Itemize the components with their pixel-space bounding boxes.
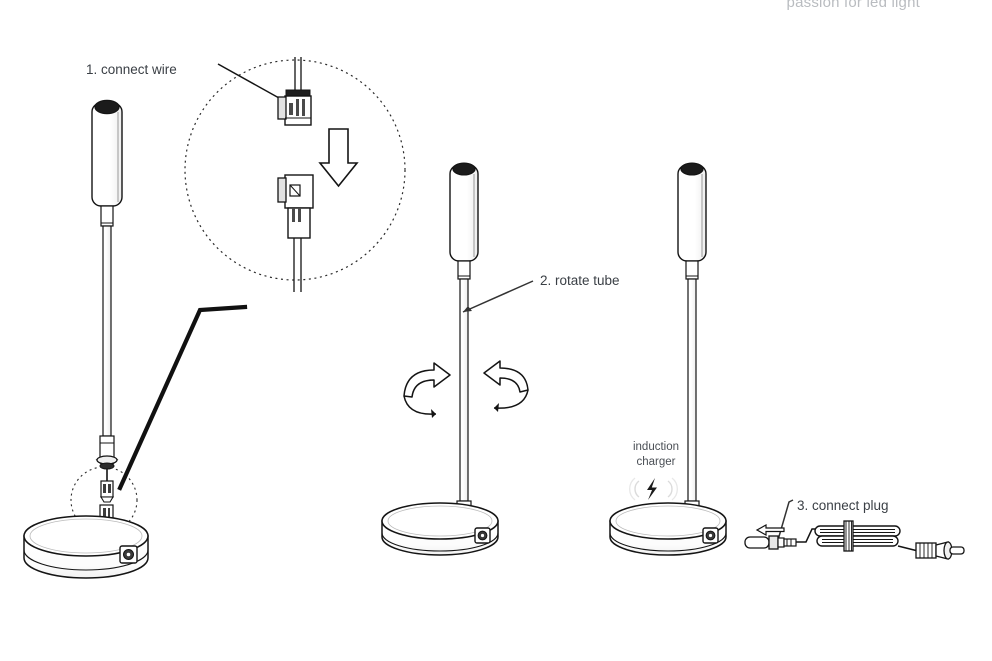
detail-highlight-circle (70, 466, 138, 534)
insertion-direction-arrow (755, 523, 785, 537)
charging-port-3 (702, 527, 719, 544)
lamp-base-3 (609, 502, 727, 556)
dc-connector (915, 541, 965, 560)
figure-lamp-step-1 (23, 99, 248, 579)
cable-lead-out (897, 545, 919, 552)
lamp-tube-joint (95, 435, 119, 470)
step-2-leader-line (462, 280, 534, 313)
lamp-head-collar-2 (457, 260, 471, 280)
lamp-base (23, 515, 149, 579)
lower-connector (277, 174, 314, 292)
detail-leader-line (117, 304, 248, 491)
induction-charger-line-1: induction (632, 441, 680, 453)
lamp-base-2 (381, 502, 499, 556)
rotation-arrows (403, 360, 529, 418)
barrel-plug (744, 535, 797, 550)
upper-connector (277, 57, 312, 126)
induction-charger-label: induction charger (618, 440, 694, 470)
charging-port (119, 545, 138, 564)
step-3-leader-line (777, 499, 794, 541)
step-1-label: 1. connect wire (86, 62, 177, 77)
assembly-direction-arrow (318, 128, 359, 188)
lamp-head-collar-3 (685, 260, 699, 280)
cable-tie (843, 520, 854, 552)
wireless-arc-icon (629, 477, 678, 501)
callout-circle (184, 59, 406, 281)
lamp-head-2 (449, 162, 479, 262)
step-3-label: 3. connect plug (797, 498, 889, 513)
brand-tagline: passion for led light (786, 0, 920, 11)
lamp-head-3 (677, 162, 707, 262)
lamp-tube (102, 225, 112, 437)
callout-leader-line (217, 63, 289, 104)
step-2-label: 2. rotate tube (540, 273, 620, 288)
figure-lamp-step-3 (609, 162, 727, 556)
charging-port-2 (474, 527, 491, 544)
bundled-cable (814, 520, 901, 552)
figure-lamp-step-2 (381, 162, 534, 556)
lamp-head-collar (100, 205, 114, 227)
figure-power-cable (744, 499, 965, 560)
connector-detail-callout (184, 57, 406, 292)
induction-charger-line-2: charger (636, 456, 676, 468)
lightning-bolt-icon (647, 478, 657, 500)
lamp-head (91, 99, 123, 207)
